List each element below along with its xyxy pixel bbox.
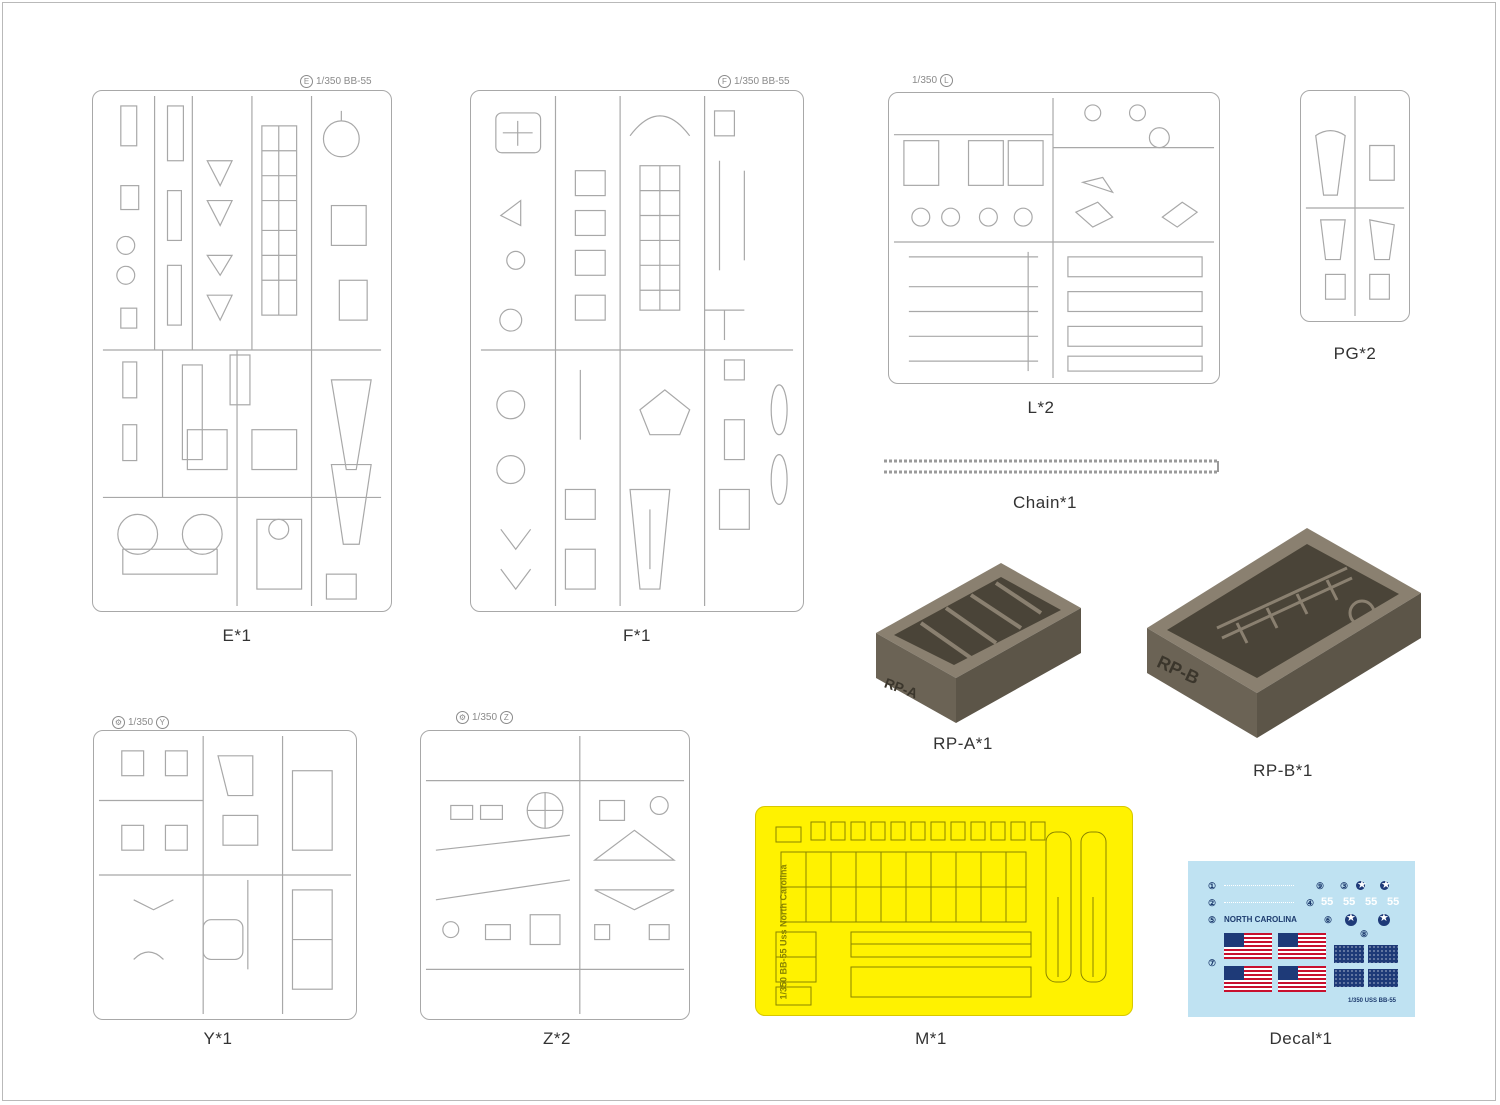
sprue-e-scale: 1/350 BB-55 <box>316 76 372 87</box>
sprue-y-scale: 1/350 <box>128 717 154 728</box>
decal-us-flag-2 <box>1278 933 1326 959</box>
resin-part-b <box>1147 528 1421 738</box>
sprue-pg-parts <box>1305 95 1405 317</box>
decal-union-4 <box>1368 969 1398 987</box>
decal-marker-8: ⑧ <box>1360 929 1369 939</box>
pe-fret-label: 1/350 BB-55 Uss North Carolina <box>778 864 789 1000</box>
sprue-e-letter: E <box>300 75 313 88</box>
caption-z: Z*2 <box>543 1029 571 1048</box>
decal-hull-number-4: 55 <box>1387 896 1400 908</box>
decal-marker-5: ⑤ <box>1208 915 1217 925</box>
caption-y: Y*1 <box>203 1029 233 1048</box>
sprue-l-parts <box>893 97 1215 379</box>
decal-hull-number-1: 55 <box>1321 896 1334 908</box>
caption-l: L*2 <box>1027 398 1055 417</box>
sprue-f-parts <box>480 95 794 607</box>
sprue-f <box>470 90 804 612</box>
sprue-z-letter: Z <box>499 711 513 724</box>
caption-chain: Chain*1 <box>1013 493 1077 512</box>
sprue-y-parts <box>98 735 352 1015</box>
caption-f: F*1 <box>623 626 651 645</box>
decal-roundel-2 <box>1380 878 1391 891</box>
sprue-y-stamp: ⚙1/350 Y <box>112 716 172 729</box>
chain-part <box>884 457 1219 477</box>
decal-roundel-1 <box>1356 878 1367 891</box>
decal-sheet: ① ② ③ ④ ⑤ ⑥ ⑦ ⑧ ⑨ NORTH CAROLINA 55 55 5… <box>1188 861 1415 1017</box>
decal-marker-3: ③ <box>1340 881 1349 891</box>
sprue-z-scale: 1/350 <box>472 712 498 723</box>
sprue-l <box>888 92 1220 384</box>
decal-marker-4: ④ <box>1306 898 1315 908</box>
caption-pg: PG*2 <box>1333 344 1377 363</box>
caption-e: E*1 <box>222 626 252 645</box>
decal-marker-9: ⑨ <box>1316 881 1325 891</box>
decal-us-flag-1 <box>1224 933 1272 959</box>
sprue-l-stamp: 1/350 L <box>912 74 956 87</box>
pe-fret-parts <box>775 821 1107 1006</box>
photo-etch-fret-m: 1/350 BB-55 Uss North Carolina <box>755 806 1133 1016</box>
sprue-l-letter: L <box>939 74 953 87</box>
sprue-y-icon: ⚙ <box>112 716 125 729</box>
decal-scale-text: 1/350 USS BB-55 <box>1348 998 1397 1004</box>
decal-roundel-4 <box>1378 911 1390 926</box>
sprue-e-parts <box>102 95 382 607</box>
sprue-z-parts <box>425 735 685 1015</box>
decal-hull-number-2: 55 <box>1343 896 1356 908</box>
decal-us-flag-4 <box>1278 966 1326 992</box>
decal-union-3 <box>1334 969 1364 987</box>
resin-part-a <box>876 563 1081 723</box>
caption-m: M*1 <box>915 1029 947 1048</box>
sprue-pg <box>1300 90 1410 322</box>
sprue-f-letter: F <box>718 75 731 88</box>
decal-us-flag-3 <box>1224 966 1272 992</box>
decal-line-2 <box>1224 902 1294 903</box>
caption-rpa: RP-A*1 <box>933 734 993 753</box>
sprue-l-scale: 1/350 <box>912 75 938 86</box>
decal-roundel-3 <box>1345 911 1357 926</box>
decal-marker-6: ⑥ <box>1324 915 1333 925</box>
decal-marker-1: ① <box>1208 881 1217 891</box>
decal-line-1 <box>1224 885 1294 886</box>
decal-ship-name: NORTH CAROLINA <box>1224 915 1297 924</box>
sprue-y-letter: Y <box>155 716 169 729</box>
sprue-z <box>420 730 690 1020</box>
decal-union-2 <box>1368 945 1398 963</box>
decal-marker-2: ② <box>1208 898 1217 908</box>
decal-union-1 <box>1334 945 1364 963</box>
caption-decal: Decal*1 <box>1269 1029 1333 1048</box>
sprue-f-scale: 1/350 BB-55 <box>734 76 790 87</box>
sprue-e <box>92 90 392 612</box>
decal-marker-7: ⑦ <box>1208 958 1217 968</box>
sprue-y <box>93 730 357 1020</box>
sprue-z-icon: ⚙ <box>456 711 469 724</box>
decal-hull-number-3: 55 <box>1365 896 1378 908</box>
sprue-z-stamp: ⚙1/350 Z <box>456 711 516 724</box>
caption-rpb: RP-B*1 <box>1253 761 1313 780</box>
